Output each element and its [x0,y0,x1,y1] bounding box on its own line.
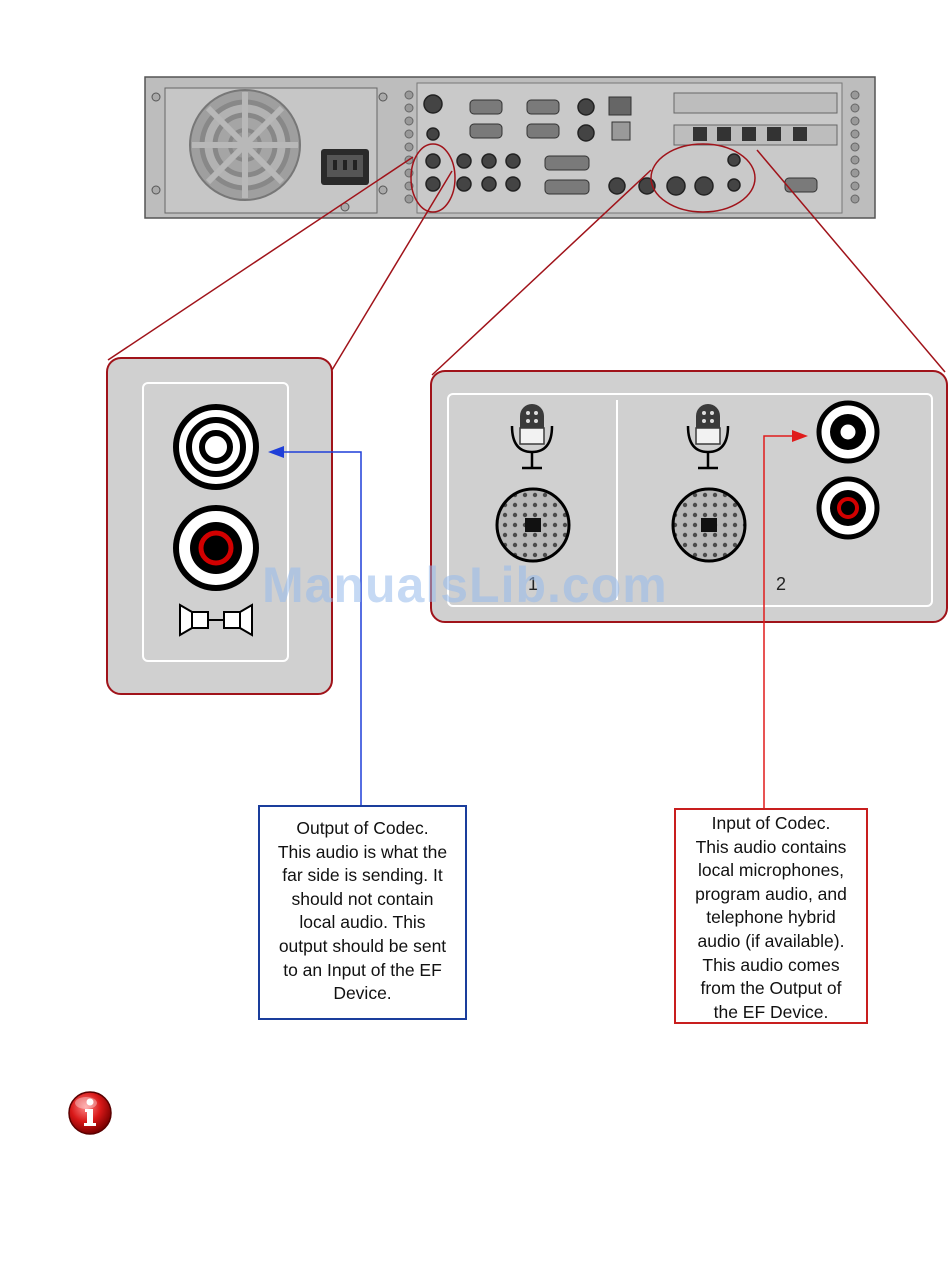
rca-input-jack-red [816,476,880,540]
output-callout-line: This audio is what the [277,841,448,862]
vent-holes-left [404,90,414,204]
mic-port-1-label: 1 [528,574,538,594]
input-callout-line: audio (if available). [697,930,845,951]
rca-output-jack-white [173,404,259,490]
small-jacks [423,94,741,196]
input-callout-line: the EF Device. [713,1001,829,1022]
input-arrow [763,430,808,808]
input-callout-line: Input of Codec. [711,813,831,833]
zoom-ellipse-right [650,143,756,213]
output-arrow [268,446,362,805]
fan-grille-icon [189,89,301,201]
zoom-callout-lines [107,143,946,376]
output-callout-line: output should be sent [278,935,447,956]
power-socket-icon [321,149,369,185]
output-callout-line: far side is sending. It [282,865,443,886]
rca-output-jack-red [173,505,259,591]
din-mic-port-2 [671,487,747,563]
mic-port-2-label: 2 [776,574,786,594]
microphone-icon [510,404,554,470]
codec-rear-panel [144,76,876,219]
lan-port [608,96,632,116]
dsub-connectors [469,99,818,195]
output-callout-line: Device. [333,983,392,1004]
input-callout: Input of Codec. This audio contains loca… [674,808,868,1024]
output-callout-line: local audio. This [299,912,426,933]
network-ports [693,127,807,141]
output-callout-line: to an Input of the EF [283,959,442,980]
input-callout-line: local microphones, [698,860,844,881]
speaker-icon [179,603,253,637]
output-callout-line: should not contain [291,888,434,909]
input-callout-line: telephone hybrid [706,907,836,928]
input-callout-line: from the Output of [700,978,842,999]
info-icon [68,1091,112,1135]
input-callout-line: This audio contains [695,836,847,857]
panel-screws [151,92,388,212]
microphone-icon [686,404,730,470]
rca-input-jack-white [816,400,880,464]
input-callout-line: This audio comes [702,954,840,975]
watermark: ManualsLib.com [262,557,668,613]
output-jack-panel [106,357,333,695]
vent-holes-right [850,90,860,204]
input-callout-line: program audio, and [695,883,847,904]
input-jack-panel: 1 2 [430,370,948,623]
output-callout-line: Output of Codec. [296,818,429,838]
din-mic-port-1 [495,487,571,563]
zoom-ellipse-left [410,143,456,213]
output-callout: Output of Codec. This audio is what the … [258,805,467,1020]
usb-ports [611,121,631,141]
expansion-slot-1 [673,92,838,114]
